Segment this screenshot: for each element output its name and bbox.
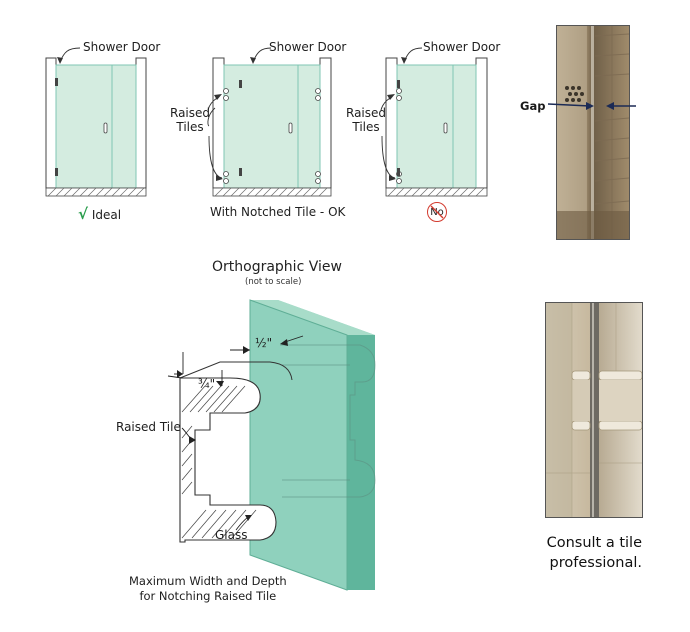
glass-label: Glass <box>215 528 248 542</box>
gap-photo-image <box>557 26 629 239</box>
raised-tiles-line2: Tiles <box>352 120 380 134</box>
ideal-door-diagram <box>45 47 147 197</box>
raised-tiles-line1: Raised <box>346 106 387 120</box>
raised-tile-label: Raised Tile <box>116 420 181 434</box>
notched-door-diagram <box>207 47 332 197</box>
notched-tile-photo <box>545 302 643 518</box>
ortho-subtitle: (not to scale) <box>245 277 302 287</box>
half-inch-label: ½" <box>255 336 273 350</box>
raised-tiles-line1: Raised <box>170 106 211 120</box>
notched-caption: With Notched Tile - OK <box>210 205 346 219</box>
no-slash-icon <box>430 205 444 219</box>
consult-line2: professional. <box>549 555 642 571</box>
ortho-caption: Maximum Width and Depth for Notching Rai… <box>129 574 287 604</box>
gap-photo <box>556 25 630 240</box>
ortho-diagram <box>167 299 376 591</box>
check-icon: √ <box>78 205 89 223</box>
raised-tiles-label-2: Raised Tiles <box>346 106 386 134</box>
consult-text: Consult a tile professional. <box>520 533 642 573</box>
shower-door-label-1: Shower Door <box>83 40 161 54</box>
raised-tiles-label-1: Raised Tiles <box>170 106 210 134</box>
shower-door-label-2: Shower Door <box>269 40 347 54</box>
ideal-caption-text: Ideal <box>91 208 122 222</box>
consult-line1: Consult a tile <box>546 535 642 551</box>
ortho-caption-line1: Maximum Width and Depth <box>129 574 287 588</box>
shower-door-label-3: Shower Door <box>423 40 501 54</box>
ortho-caption-line2: for Notching Raised Tile <box>139 589 277 603</box>
no-door-diagram <box>380 47 488 197</box>
ortho-title: Orthographic View <box>212 259 342 275</box>
ideal-caption: √ Ideal <box>78 205 121 223</box>
raised-tiles-line2: Tiles <box>176 120 204 134</box>
three-quarter-inch-label: ¾" <box>198 377 216 391</box>
gap-arrows <box>548 102 636 110</box>
notched-tile-photo-image <box>546 303 642 517</box>
gap-label: Gap <box>520 99 546 113</box>
